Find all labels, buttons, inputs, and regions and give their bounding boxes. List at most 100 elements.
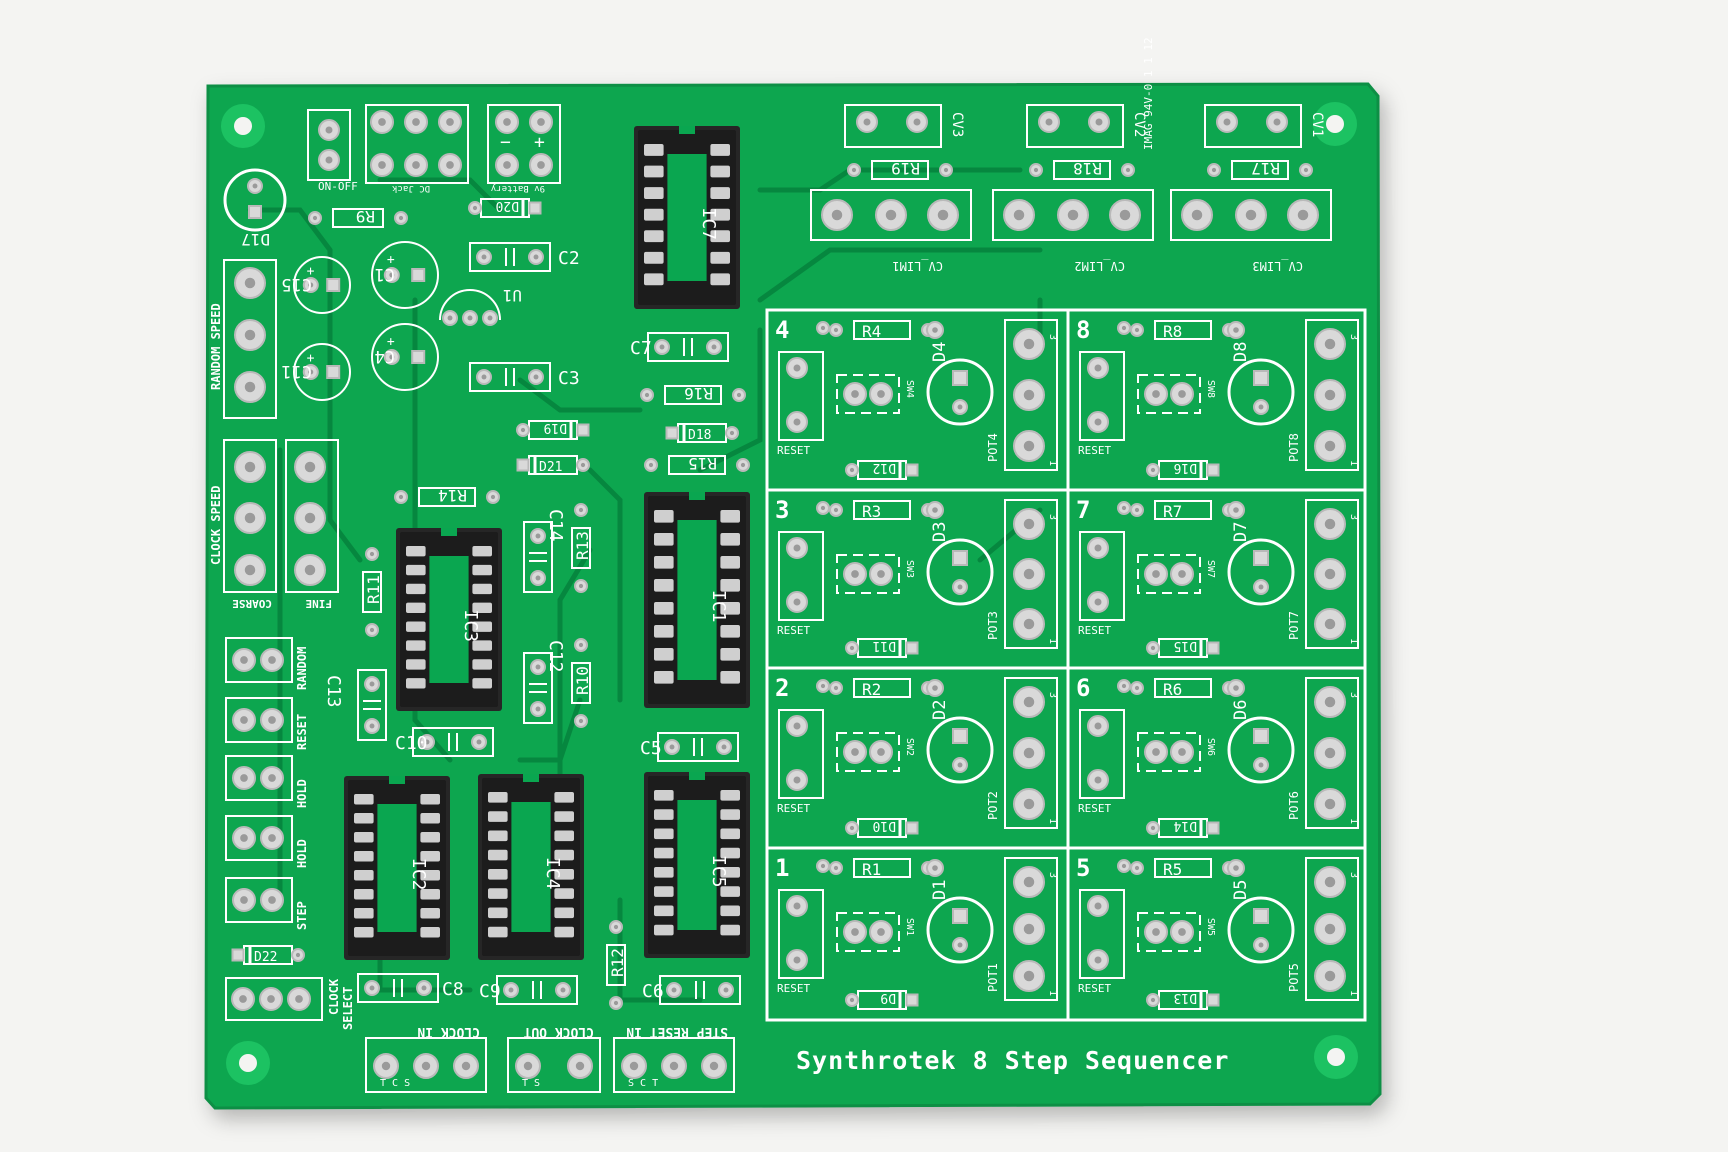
square-pad xyxy=(1206,993,1220,1007)
pad-hole xyxy=(729,430,735,436)
elco-label: C15 xyxy=(281,274,312,294)
pot-label: POT8 xyxy=(1287,433,1301,462)
cap-outline xyxy=(496,975,578,1005)
pad-hole xyxy=(932,507,938,513)
square-pad xyxy=(905,821,919,835)
pad-hole xyxy=(644,392,650,398)
clock-select-outline xyxy=(225,977,323,1021)
pad-hole xyxy=(1121,683,1127,689)
pad-hole xyxy=(252,183,258,189)
diode-d22: D22 xyxy=(231,945,305,965)
resistor-r15: R15 xyxy=(644,454,750,475)
cap-outline xyxy=(469,242,551,272)
jack-outline xyxy=(613,1037,735,1093)
pad-hole xyxy=(1152,570,1160,578)
socket-pin xyxy=(654,847,674,859)
pad-hole xyxy=(535,706,541,712)
channel-number: 2 xyxy=(775,674,789,702)
socket-pin xyxy=(488,888,508,899)
cap-outline xyxy=(659,975,741,1005)
pad-hole xyxy=(1121,863,1127,869)
cv-label: CV2 xyxy=(1131,112,1147,137)
pad-hole xyxy=(1324,798,1336,810)
pad-hole xyxy=(268,774,276,782)
resistor-label: R11 xyxy=(364,575,383,604)
elco-outline xyxy=(371,241,439,309)
cap-label: C13 xyxy=(323,675,344,708)
socket-pin xyxy=(406,602,426,614)
pad-hole xyxy=(1273,118,1281,126)
diode-d15: D15 xyxy=(1146,638,1220,658)
resistor-outline xyxy=(853,500,911,520)
d17-label: D17 xyxy=(241,230,270,249)
dc-jack-outline xyxy=(365,104,469,184)
pad-hole xyxy=(957,762,963,768)
led-outline xyxy=(926,896,994,964)
reset-jack-outline xyxy=(778,709,824,799)
socket-pin xyxy=(488,907,508,919)
clock-select-label-1: CLOCK xyxy=(327,978,341,1015)
pad-hole xyxy=(398,215,404,221)
pad-hole xyxy=(1233,685,1239,691)
pad-hole xyxy=(461,1061,471,1071)
pad-hole xyxy=(877,390,885,398)
mounting-hole xyxy=(226,1041,270,1085)
socket-window xyxy=(677,800,717,930)
pot-pin-label: 1 xyxy=(1348,818,1359,824)
switch-label: SW1 xyxy=(904,918,915,936)
reset-jack-outline xyxy=(1079,889,1125,979)
socket-pin xyxy=(720,924,740,936)
resistor-label: R8 xyxy=(1163,322,1182,341)
pad-hole xyxy=(295,995,303,1003)
cap-outline xyxy=(647,332,729,362)
socket-pin xyxy=(710,208,730,221)
socket-pin xyxy=(644,165,664,178)
diode-d11: D11 xyxy=(845,638,919,658)
diode-d10: D10 xyxy=(845,818,919,838)
pad-hole xyxy=(398,494,404,500)
pad-hole xyxy=(508,987,514,993)
socket-pin xyxy=(488,869,508,880)
jack-outline xyxy=(365,1037,487,1093)
pad-hole xyxy=(268,656,276,664)
socket-pin xyxy=(654,510,674,523)
pot-label: POT6 xyxy=(1287,791,1301,820)
pot-outline xyxy=(1004,499,1058,649)
socket-pin xyxy=(472,640,492,651)
diode-label: D15 xyxy=(1174,638,1197,653)
pad-hole xyxy=(1013,209,1025,221)
socket-pin xyxy=(720,790,740,801)
socket-pin xyxy=(554,830,574,842)
diode-label: D19 xyxy=(544,420,567,435)
resistor-r18: R18 xyxy=(1029,159,1135,180)
pad-hole xyxy=(1121,325,1127,331)
socket-pin xyxy=(472,564,492,576)
resistor-outline xyxy=(1154,500,1212,520)
socket-pin xyxy=(644,273,664,286)
pad-hole xyxy=(240,716,248,724)
socket-pin xyxy=(644,187,664,200)
led-outline xyxy=(1227,358,1295,426)
switch-outline xyxy=(1137,374,1201,414)
socket-notch xyxy=(689,492,705,500)
resistor-outline xyxy=(606,944,626,986)
socket-pin xyxy=(406,678,426,689)
pad-hole xyxy=(1324,970,1336,982)
pad-hole xyxy=(711,344,717,350)
pad-hole xyxy=(1233,507,1239,513)
pot-outline xyxy=(1305,319,1359,471)
channel-number: 8 xyxy=(1076,316,1090,344)
ic-label: IC7 xyxy=(698,208,719,241)
socket-pin xyxy=(488,926,508,938)
pad-hole xyxy=(578,507,584,513)
square-pad xyxy=(248,205,262,219)
pad-hole xyxy=(793,956,801,964)
